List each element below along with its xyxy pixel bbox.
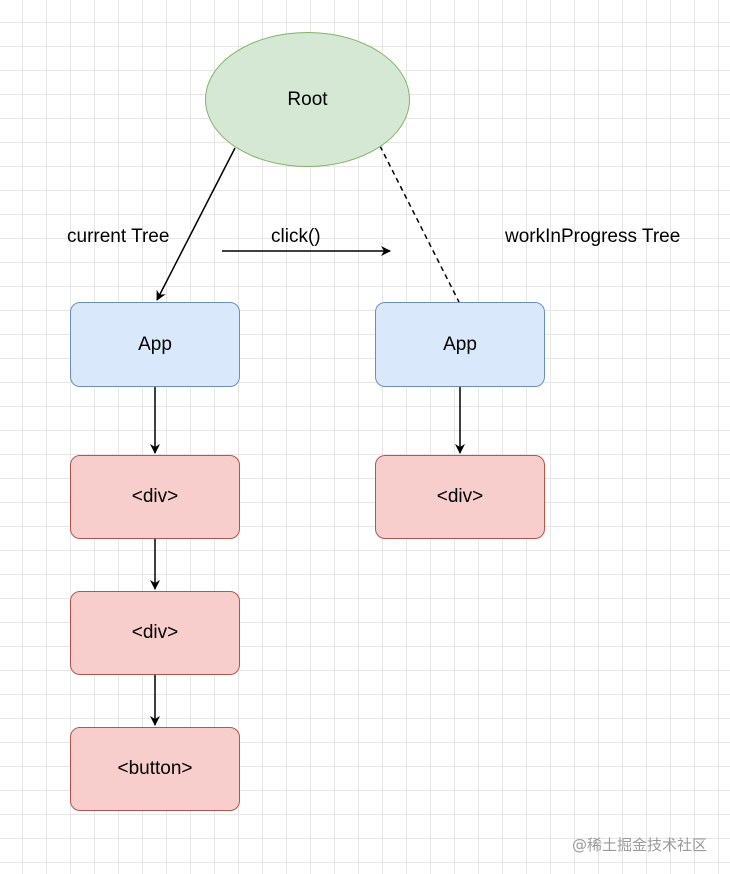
current-div-node-2: <div> [70, 591, 240, 675]
current-app-node: App [70, 302, 240, 387]
current-div-label-1: <div> [131, 486, 179, 507]
root-label: Root [287, 88, 328, 110]
current-button-node: <button> [70, 727, 240, 811]
current-app-label: App [138, 333, 172, 355]
watermark: @稀土掘金技术社区 [572, 836, 708, 854]
current-tree-title: current Tree [67, 226, 170, 247]
wip-tree-title: workInProgress Tree [505, 226, 681, 247]
current-button-label: <button> [117, 758, 193, 779]
click-label: click() [271, 226, 321, 247]
wip-div-node: <div> [375, 455, 545, 539]
wip-app-label: App [443, 333, 477, 355]
wip-app-node: App [375, 302, 545, 387]
current-div-label-2: <div> [131, 622, 179, 643]
wip-div-label: <div> [436, 486, 484, 507]
edge-root-to-wip-app [379, 145, 460, 303]
root-node: Root [205, 32, 410, 167]
current-div-node-1: <div> [70, 455, 240, 539]
edge-root-to-current-app [156, 147, 236, 301]
